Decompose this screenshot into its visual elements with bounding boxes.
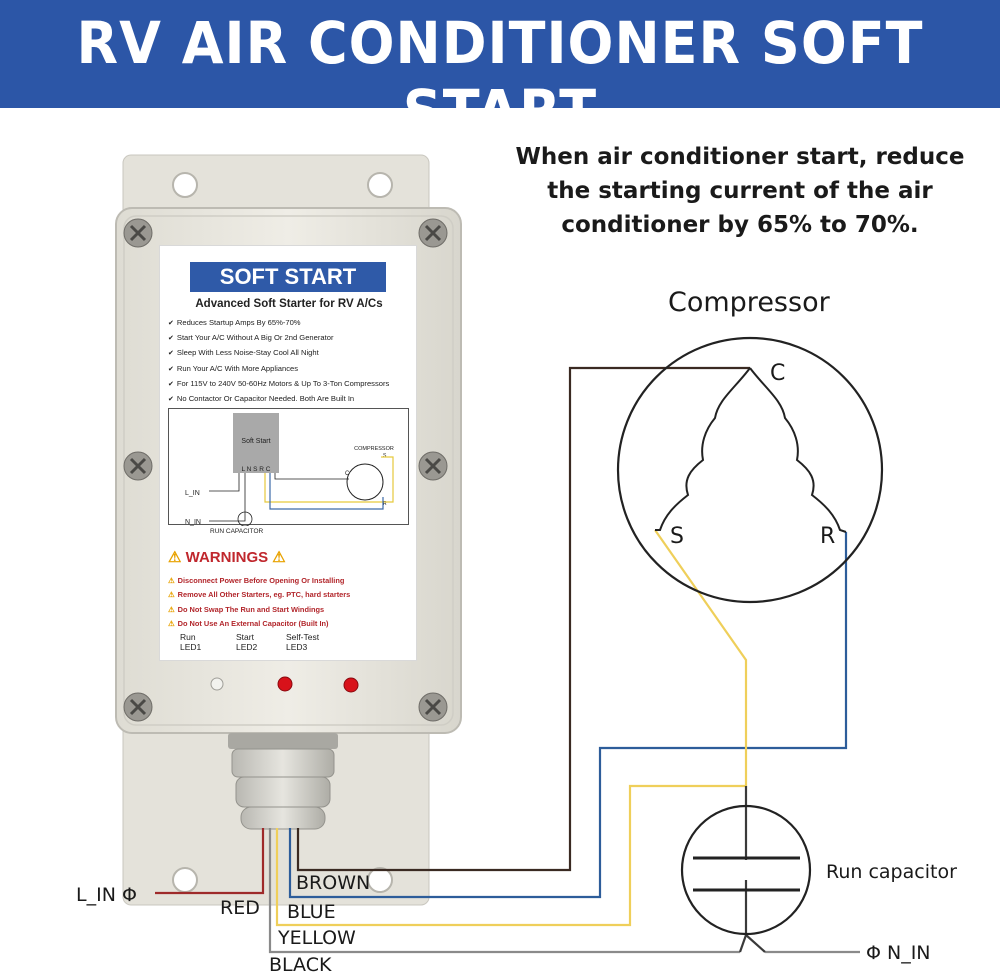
led-name: Run — [180, 632, 196, 642]
screw-icon — [123, 692, 153, 722]
mini-compressor-label: COMPRESSOR — [354, 446, 394, 452]
intro-text: When air conditioner start, reduce the s… — [515, 144, 965, 238]
feature-list: Reduces Startup Amps By 65%-70% Start Yo… — [168, 316, 416, 407]
n-in-label: Φ N_IN — [866, 942, 931, 964]
mini-compressor — [346, 463, 384, 501]
feature-item: Start Your A/C Without A Big Or 2nd Gene… — [168, 331, 416, 346]
cable-gland — [228, 733, 338, 749]
mount-hole — [172, 172, 198, 198]
mini-wiring-diagram: Soft Start L N S R C COMPRESSOR C S R L_… — [168, 408, 409, 526]
screw-icon — [418, 451, 448, 481]
wire-label-black: BLACK — [269, 954, 332, 975]
feature-item: For 115V to 240V 50-60Hz Motors & Up To … — [168, 377, 416, 392]
title-banner: RV AIR CONDITIONER SOFT START — [0, 0, 1000, 145]
led2-indicator — [277, 676, 293, 692]
wire-black — [268, 828, 740, 954]
screw-icon — [123, 451, 153, 481]
wire-label-red: RED — [220, 897, 260, 919]
warning-item: Disconnect Power Before Opening Or Insta… — [168, 574, 350, 588]
screw-icon — [418, 692, 448, 722]
mount-hole — [172, 867, 198, 893]
compressor-symbol: Compressor C S R — [616, 287, 884, 604]
compressor-title: Compressor — [668, 287, 831, 318]
terminal-r-label: R — [820, 524, 835, 549]
mount-hole — [367, 172, 393, 198]
device-label: SOFT START Advanced Soft Starter for RV … — [159, 245, 417, 661]
wire-yellow — [275, 529, 748, 927]
mount-hole — [367, 867, 393, 893]
run-capacitor-symbol: Run capacitor — [680, 804, 957, 936]
led-id: LED2 — [236, 642, 258, 652]
wire-label-yellow: YELLOW — [277, 927, 356, 949]
svg-text:L_IN: L_IN — [185, 490, 200, 497]
mini-box-label: Soft Start — [241, 438, 270, 445]
svg-text:C: C — [345, 471, 350, 477]
feature-item: Sleep With Less Noise-Stay Cool All Nigh… — [168, 346, 416, 361]
mini-softstart-box — [233, 413, 279, 473]
warning-list: Disconnect Power Before Opening Or Insta… — [168, 574, 351, 632]
warning-icon: ⚠ — [272, 549, 286, 566]
led-id: LED3 — [286, 642, 308, 652]
page-title: RV AIR CONDITIONER SOFT START — [76, 8, 924, 146]
svg-text:S: S — [383, 453, 387, 459]
mini-terminals: L N S R C — [241, 466, 270, 473]
warning-item: Remove All Other Starters, eg. PTC, hard… — [168, 588, 351, 602]
led-id: LED1 — [180, 642, 202, 652]
wire-brown — [296, 366, 750, 872]
feature-item: Run Your A/C With More Appliances — [168, 362, 416, 377]
screw-icon — [418, 218, 448, 248]
wire-label-blue: BLUE — [287, 901, 336, 923]
wire-red — [155, 828, 265, 895]
run-capacitor-label: Run capacitor — [826, 861, 957, 883]
warning-item: Do Not Use An External Capacitor (Built … — [168, 617, 350, 631]
led3-indicator — [343, 677, 359, 693]
terminal-s-label: S — [670, 524, 684, 549]
terminal-c-label: C — [770, 361, 785, 386]
led-name: Self-Test — [286, 632, 320, 642]
wire-blue — [288, 532, 848, 899]
warning-item: Do Not Swap The Run and Start Windings — [168, 603, 350, 617]
feature-item: No Contactor Or Capacitor Needed. Both A… — [168, 392, 416, 407]
svg-text:R: R — [383, 501, 387, 507]
wires — [155, 366, 860, 954]
warning-icon: ⚠ — [168, 549, 182, 566]
mini-run-capacitor-label: RUN CAPACITOR — [210, 528, 264, 535]
feature-item: Reduces Startup Amps By 65%-70% — [168, 316, 416, 331]
l-in-label: L_IN Φ — [76, 884, 137, 906]
warnings-heading: ⚠ WARNINGS ⚠ — [168, 549, 286, 566]
label-subtitle: Advanced Soft Starter for RV A/Cs — [195, 298, 383, 310]
svg-text:N_IN: N_IN — [185, 519, 201, 526]
led-name: Start — [236, 632, 254, 642]
label-title: SOFT START — [190, 262, 386, 292]
led1-indicator — [210, 677, 224, 691]
wire-label-brown: BROWN — [296, 872, 370, 894]
screw-icon — [123, 218, 153, 248]
